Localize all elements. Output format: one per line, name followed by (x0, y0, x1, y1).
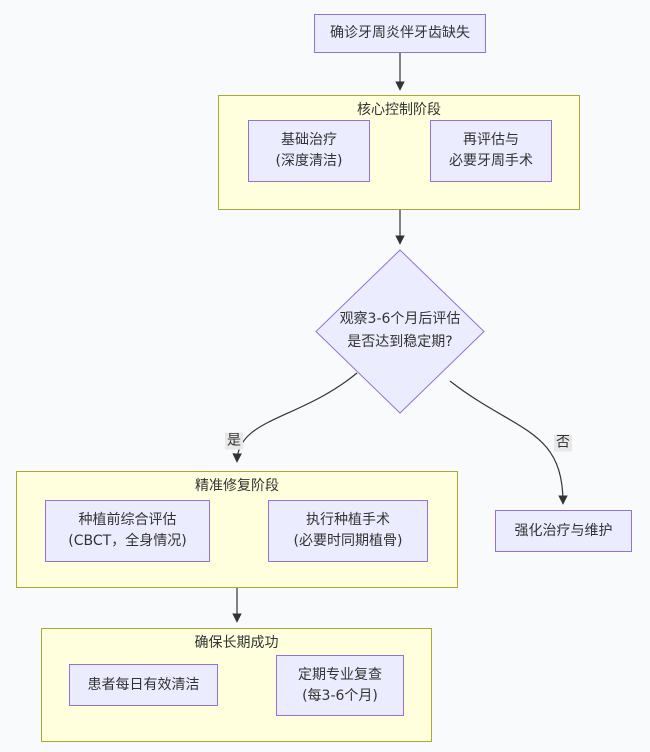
cluster-longterm-success-title: 确保长期成功 (194, 635, 279, 651)
node-periodic-recall: 定期专业复查 (每3-6个月) (276, 655, 404, 716)
node-periodic-recall-line2: (每3-6个月) (302, 687, 378, 704)
node-periodic-recall-line1: 定期专业复查 (298, 666, 382, 683)
cluster-core-control-title: 核心控制阶段 (357, 102, 441, 118)
node-basic-treatment-line1: 基础治疗 (281, 132, 337, 148)
decision-diamond (315, 249, 485, 414)
node-preimplant-line2: (CBCT，全身情况) (68, 533, 187, 549)
node-reevaluation-surgery: 再评估与 必要牙周手术 (430, 120, 552, 182)
node-preimplant-line1: 种植前综合评估 (78, 512, 177, 528)
node-daily-cleaning: 患者每日有效清洁 (69, 664, 218, 706)
node-diagnosis: 确诊牙周炎伴牙齿缺失 (314, 14, 486, 53)
node-reinforce-maintain: 强化治疗与维护 (495, 510, 632, 552)
node-reevaluation-line1: 再评估与 (463, 132, 519, 148)
edge-decision-no (449, 380, 568, 505)
node-reinforce-label: 强化治疗与维护 (514, 522, 613, 539)
node-implant-surgery: 执行种植手术 (必要时同期植骨) (268, 500, 428, 562)
node-basic-treatment: 基础治疗 (深度清洁) (248, 120, 370, 182)
node-diagnosis-label: 确诊牙周炎伴牙齿缺失 (330, 25, 470, 41)
edge-label-yes: 是 (225, 432, 243, 450)
decision-line1: 观察3-6个月后评估 (339, 311, 461, 327)
decision-text: 观察3-6个月后评估 是否达到稳定期? (310, 295, 490, 367)
edge-decision-yes (232, 372, 358, 463)
node-implant-surgery-line2: (必要时同期植骨) (293, 533, 403, 549)
node-implant-surgery-line1: 执行种植手术 (306, 512, 390, 528)
cluster-precise-restoration-title: 精准修复阶段 (195, 478, 279, 494)
node-daily-cleaning-label: 患者每日有效清洁 (87, 676, 200, 693)
edge-label-no: 否 (554, 434, 572, 452)
node-reevaluation-line2: 必要牙周手术 (449, 153, 533, 169)
node-basic-treatment-line2: (深度清洁) (275, 153, 343, 169)
node-preimplant-assessment: 种植前综合评估 (CBCT，全身情况) (45, 500, 210, 562)
decision-line2: 是否达到稳定期? (347, 334, 453, 350)
